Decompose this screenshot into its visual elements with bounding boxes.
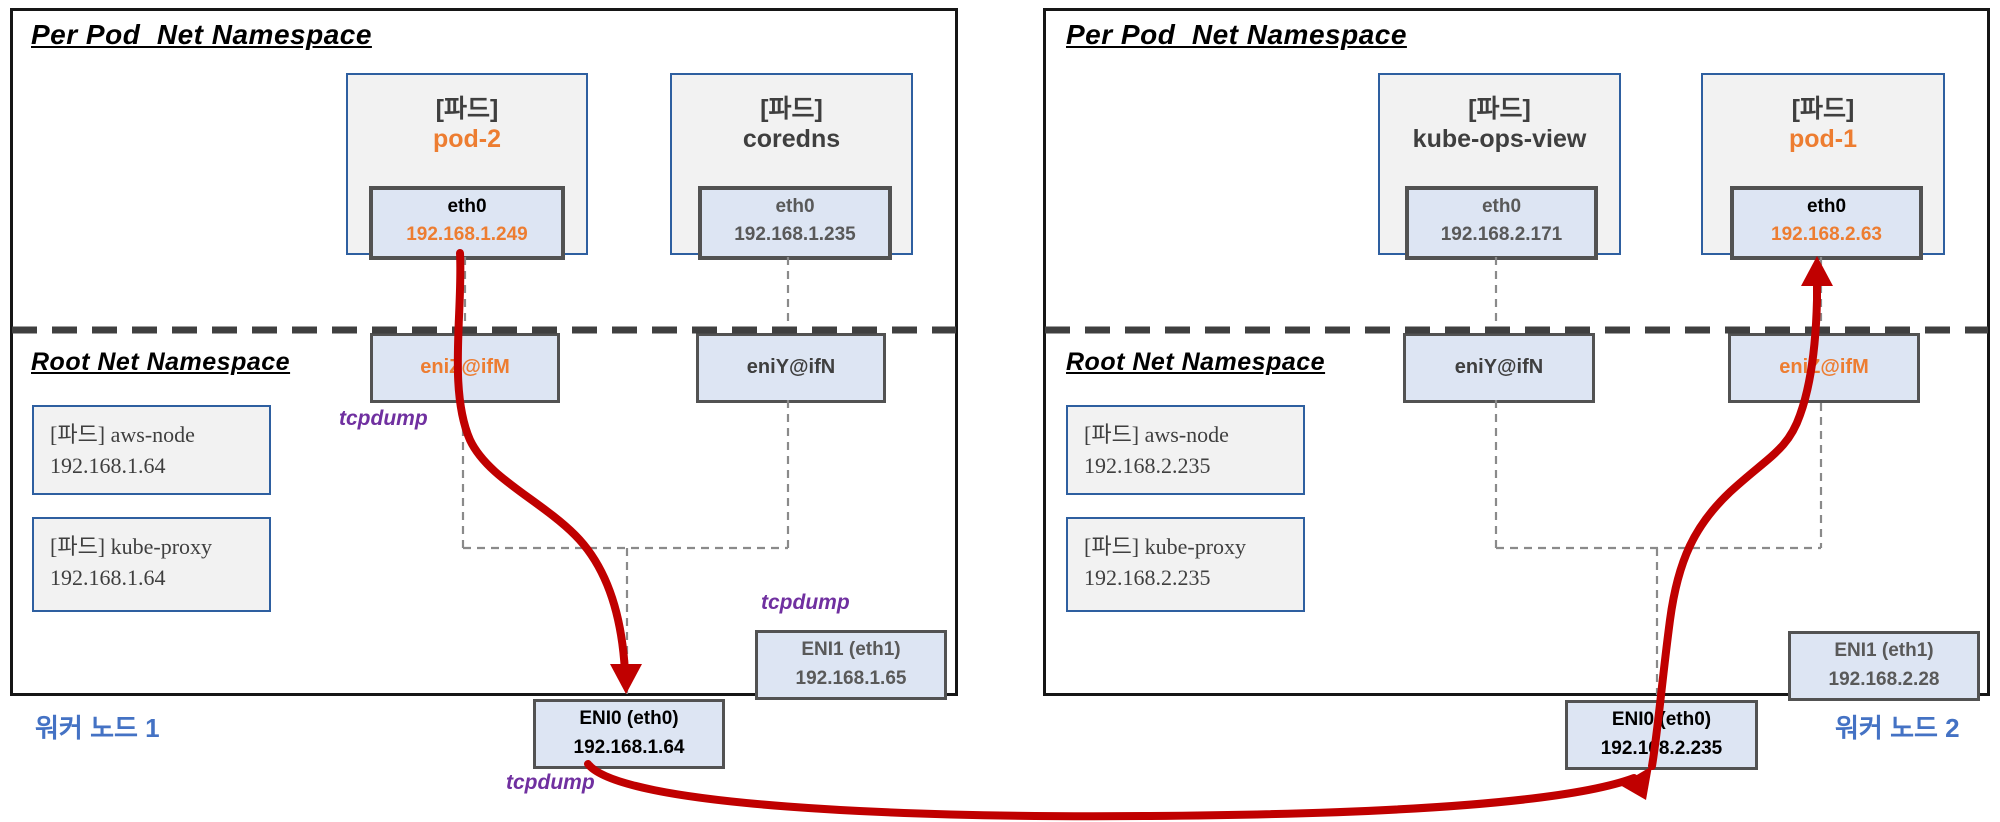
eni-label: ENI0 (eth0) [579,708,679,729]
traffic-arrow-node1-to-node2 [584,760,1638,821]
root-namespace-title: Root Net Namespace [1066,348,1326,376]
system-pod-aws-node: [파드] aws-node 192.168.2.235 [1066,405,1305,495]
tcpdump-label-veth: tcpdump [339,407,428,430]
worker-node-2-box: Per Pod Net Namespace [파드] kube-ops-view… [1043,8,1990,770]
pod-eth0-box: eth0 192.168.1.249 [369,186,565,260]
iface-ip: 192.168.2.63 [1771,224,1882,245]
worker-node-2-label: 워커 노드 2 [1835,713,1960,743]
pod-tag: [파드] [1468,95,1531,123]
iface-ip: 192.168.1.235 [734,224,856,245]
veth-box-eniZ: eniZ@ifM [370,333,560,403]
tcpdump-label-eni0: tcpdump [506,771,595,794]
pod-name: pod-1 [1788,125,1858,153]
pod-name: pod-2 [432,125,502,153]
per-pod-namespace-title: Per Pod Net Namespace [1066,19,1407,50]
eni1-box: ENI1 (eth1) 192.168.1.65 [755,630,947,700]
pod-eth0-box: eth0 192.168.2.63 [1730,186,1923,260]
pod-name: kube-ops-view [1412,125,1587,153]
pod-card-coredns: [파드] coredns eth0 192.168.1.235 [670,73,913,260]
veth-label: eniZ@ifM [1779,356,1869,378]
veth-label: eniZ@ifM [420,356,510,378]
system-pod-kube-proxy: [파드] kube-proxy 192.168.2.235 [1066,517,1305,612]
system-pod-label: [파드] kube-proxy [1084,534,1247,559]
eni1-box: ENI1 (eth1) 192.168.2.28 [1788,631,1980,701]
system-pod-ip: 192.168.1.64 [50,453,166,478]
eni-label: ENI1 (eth1) [1834,640,1934,661]
eni-ip: 192.168.1.65 [795,668,907,689]
root-namespace-title: Root Net Namespace [31,348,291,376]
iface-name: eth0 [1806,196,1847,217]
worker-node-1-box: Per Pod Net Namespace [파드] pod-2 eth0 19… [10,8,958,794]
system-pod-label: [파드] aws-node [1084,422,1229,447]
iface-name: eth0 [1481,196,1522,217]
system-pod-ip: 192.168.2.235 [1084,565,1211,590]
pod-card-kube-ops-view: [파드] kube-ops-view eth0 192.168.2.171 [1378,73,1621,260]
per-pod-namespace-title: Per Pod Net Namespace [31,19,372,50]
system-pod-ip: 192.168.1.64 [50,565,166,590]
pod-eth0-box: eth0 192.168.2.171 [1405,186,1598,260]
system-pod-kube-proxy: [파드] kube-proxy 192.168.1.64 [32,517,271,612]
veth-label: eniY@ifN [1454,356,1544,378]
eni-ip: 192.168.2.235 [1600,738,1723,759]
pod-eth0-box: eth0 192.168.1.235 [698,186,892,260]
pod-card-pod-1: [파드] pod-1 eth0 192.168.2.63 [1701,73,1945,260]
veth-box-eniY: eniY@ifN [1403,333,1595,403]
eni-ip: 192.168.2.28 [1828,669,1940,690]
tcpdump-label-eni1: tcpdump [761,591,850,614]
iface-name: eth0 [775,196,815,217]
worker-node-1-label: 워커 노드 1 [35,713,160,743]
eni-label: ENI1 (eth1) [801,639,901,660]
system-pod-label: [파드] aws-node [50,422,195,447]
eni0-box: ENI0 (eth0) 192.168.1.64 [533,699,725,769]
iface-ip: 192.168.2.171 [1440,224,1563,245]
system-pod-ip: 192.168.2.235 [1084,453,1211,478]
iface-name: eth0 [447,196,487,217]
pod-name: coredns [742,125,841,153]
system-pod-aws-node: [파드] aws-node 192.168.1.64 [32,405,271,495]
veth-box-eniZ: eniZ@ifM [1728,333,1920,403]
eni0-box: ENI0 (eth0) 192.168.2.235 [1565,700,1758,770]
veth-label: eniY@ifN [746,356,836,378]
pod-card-pod-2: [파드] pod-2 eth0 192.168.1.249 [346,73,588,260]
veth-box-eniY: eniY@ifN [696,333,886,403]
arrowhead-eni0-node2 [1620,766,1652,800]
system-pod-label: [파드] kube-proxy [50,534,213,559]
eni-ip: 192.168.1.64 [573,737,685,758]
eni-label: ENI0 (eth0) [1611,709,1712,730]
pod-tag: [파드] [435,95,499,123]
pod-tag: [파드] [1791,95,1855,123]
pod-tag: [파드] [760,95,823,123]
iface-ip: 192.168.1.249 [406,224,528,245]
